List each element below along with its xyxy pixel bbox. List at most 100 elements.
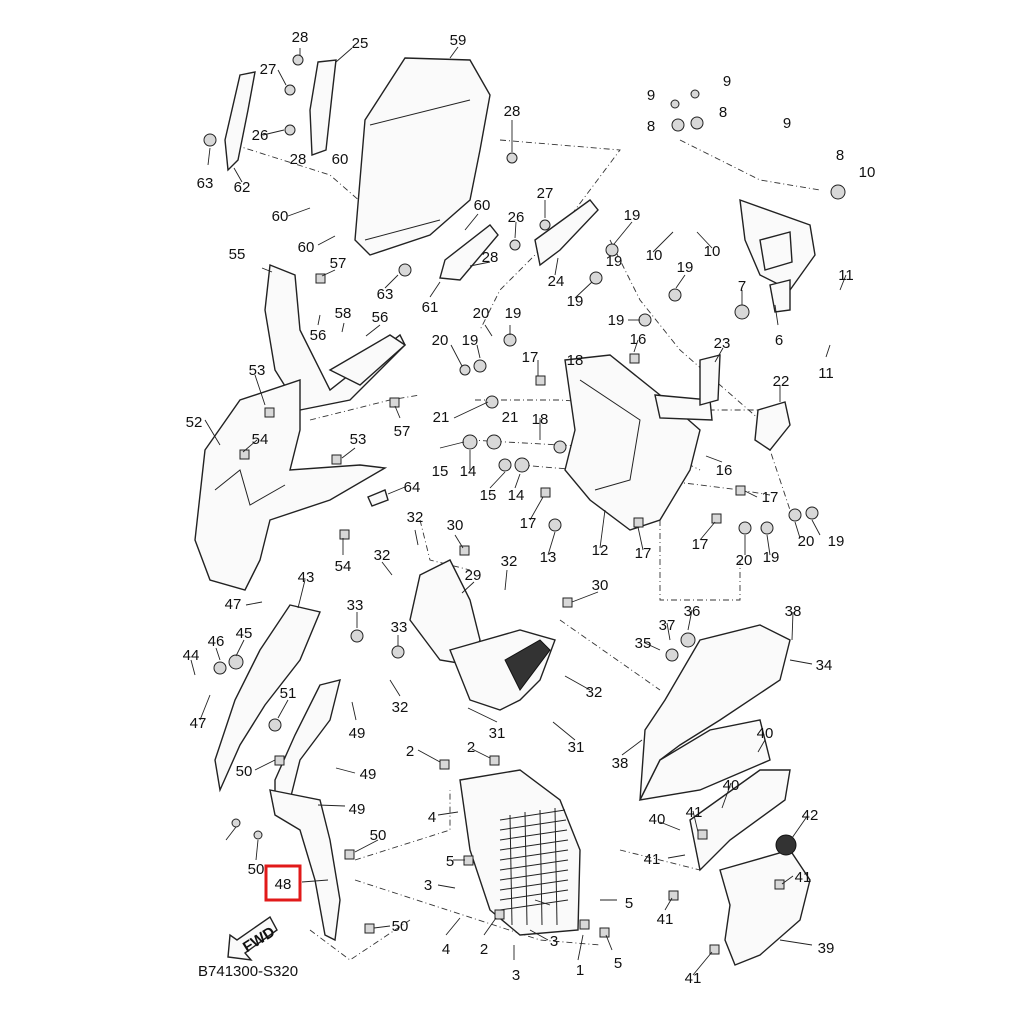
part-number-label: 3 [550,933,558,950]
part-number-label: 29 [465,567,482,584]
part-number-label: 24 [548,273,565,290]
part-number-label: 52 [186,414,203,431]
part-55-upper-cowl[interactable] [264,264,407,411]
part-number-label: 60 [332,151,349,168]
part-number-label: 19 [606,253,623,270]
part-24-bracket[interactable] [534,199,599,267]
part-number-label: 19 [677,259,694,276]
part-number-label: 49 [349,725,366,742]
part-61-bracket[interactable] [439,224,499,281]
part-number-label: 10 [859,164,876,181]
part-number-label: 50 [248,861,265,878]
part-number-label: 49 [349,801,366,818]
part-number-label: 50 [392,918,409,935]
part-number-label: 41 [685,970,702,987]
part-52-front-cowl[interactable] [194,379,388,591]
assembly-lines [234,139,821,961]
part-number-label: 40 [649,811,666,828]
part-number-label: 26 [252,127,269,144]
part-22-bracket[interactable] [754,401,791,451]
part-number-label: 10 [646,247,663,264]
part-number-label: 57 [394,423,411,440]
fasteners [203,54,846,955]
part-12-stay[interactable] [564,354,713,531]
part-number-label: 5 [625,895,633,912]
part-number-label: 53 [350,431,367,448]
part-number-label: 17 [762,489,779,506]
part-number-label: 8 [836,147,844,164]
part-number-label: 54 [252,431,269,448]
part-34-side-cowl[interactable] [638,624,791,801]
part-number-label: 47 [190,715,207,732]
part-number-label: 3 [424,877,432,894]
part-number-label: 9 [647,87,655,104]
part-59-windscreen[interactable] [354,57,491,256]
part-43-inner-panel[interactable] [214,604,321,793]
part-number-label: 50 [370,827,387,844]
part-number-label: 20 [798,533,815,550]
part-number-label: 32 [407,509,424,526]
part-number-label: 36 [684,603,701,620]
part-number-label: 41 [795,869,812,886]
part-number-label: 16 [716,462,733,479]
part-number-label: 31 [489,725,506,742]
part-number-label: 51 [280,685,297,702]
part-48-panel[interactable] [269,789,341,942]
part-number-label: 19 [763,549,780,566]
part-23-bracket[interactable] [699,354,721,406]
part-number-label: 60 [298,239,315,256]
part-number-label: 4 [428,809,436,826]
part-39-lower-cowl[interactable] [689,769,811,966]
part-62-deflector[interactable] [224,71,256,172]
part-number-label: 12 [592,542,609,559]
part-number-label: 8 [719,104,727,121]
part-number-label: 27 [260,61,277,78]
part-number-label: 18 [532,411,549,428]
part-number-label: 7 [738,278,746,295]
part-number-label: 32 [586,684,603,701]
part-number-label: 2 [406,743,414,760]
part-number-label: 19 [567,293,584,310]
part-number-label: 39 [818,940,835,957]
part-number-label: 19 [608,312,625,329]
part-number-label: 5 [614,955,622,972]
part-number-label: 60 [474,197,491,214]
part-number-label: 16 [630,331,647,348]
part-number-label: 2 [467,739,475,756]
meter-bracket[interactable] [739,198,816,313]
part-number-label: 32 [501,553,518,570]
part-number-label: 46 [208,633,225,650]
part-number-label: 38 [785,603,802,620]
part-number-label: 49 [360,766,377,783]
part-number-label: 11 [818,365,834,382]
part-number-label: 31 [568,739,585,756]
leader-lines [190,46,847,976]
part-number-label: 41 [644,851,661,868]
part-number-label: 20 [736,552,753,569]
part-number-label: 27 [537,185,554,202]
part-number-label: 33 [391,619,408,636]
part-number-label: 15 [480,487,497,504]
part-25-bracket[interactable] [309,59,337,156]
part-number-label: 43 [298,569,315,586]
part-number-label: 56 [372,309,389,326]
part-number-label: 57 [330,255,347,272]
part-number-label: 63 [197,175,214,192]
part-number-label: 35 [635,635,652,652]
part-number-label: 19 [505,305,522,322]
part-number-label: 28 [482,249,499,266]
part-64-tape[interactable] [367,489,389,507]
part-number-label: 17 [692,536,709,553]
part-number-label: 17 [635,545,652,562]
part-number-label: 13 [540,549,557,566]
part-number-label: 21 [433,409,450,426]
part-number-label: 61 [422,299,439,316]
part-number-label: 41 [657,911,674,928]
fwd-arrow: FWD [227,915,278,961]
part-29-center-panel[interactable] [409,559,556,711]
part-1-radiator-cover[interactable] [459,769,581,936]
part-number-label: 33 [347,597,364,614]
part-number-label: 19 [462,332,479,349]
